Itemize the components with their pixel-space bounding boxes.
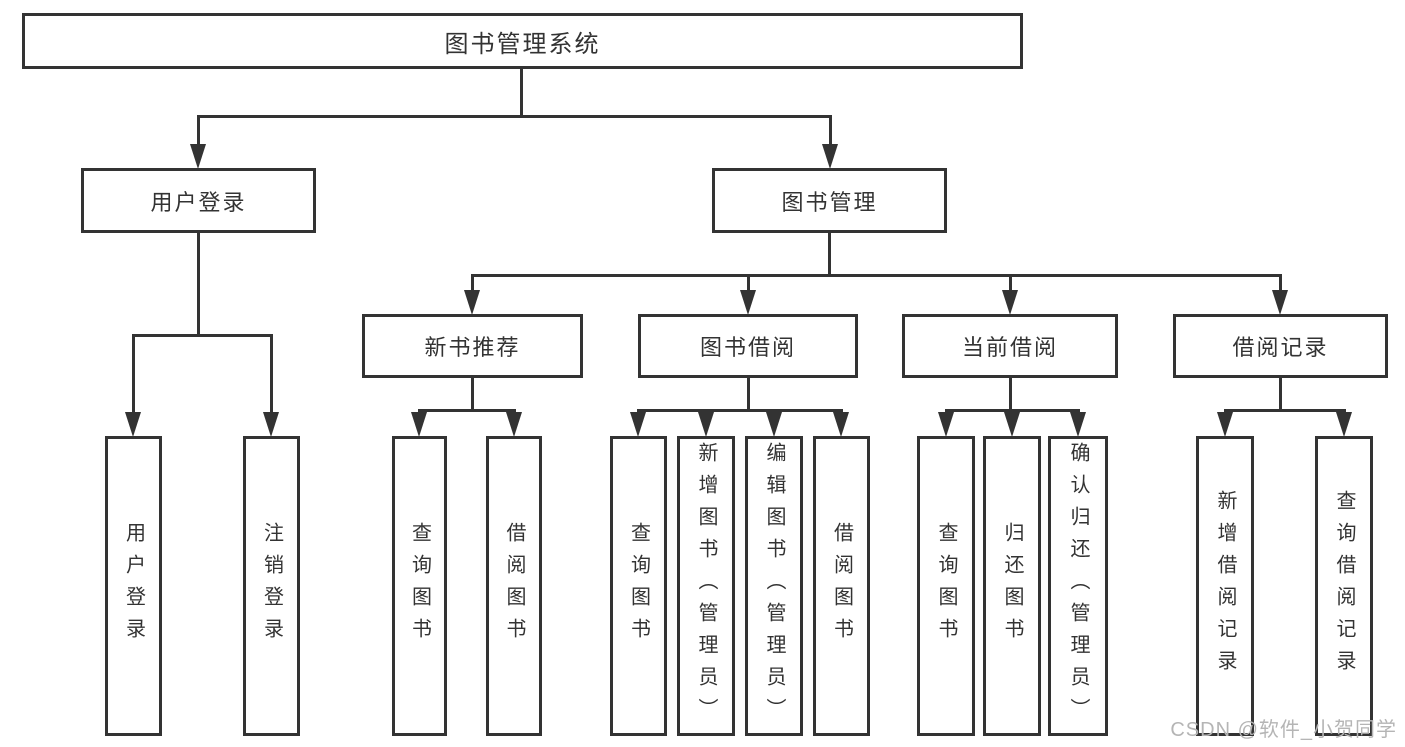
node-label: 用户登录 (150, 189, 247, 215)
connector-arrow (1335, 412, 1352, 437)
connector-arrow (937, 412, 954, 437)
connector-line (746, 378, 750, 412)
node-borrow-books-borrowing: 借阅图书 (813, 436, 870, 736)
connector-arrow (765, 412, 782, 437)
connector-arrow (125, 412, 141, 437)
node-query-books-current: 查询图书 (917, 436, 975, 736)
node-label: 查询图书 (935, 522, 957, 650)
node-label: 新增图书（管理员） (695, 442, 717, 730)
node-label: 当前借阅 (961, 335, 1058, 360)
node-book-borrowing: 图书借阅 (638, 314, 858, 378)
node-label: 注销登录 (260, 522, 283, 650)
connector-line (196, 233, 200, 337)
connector-arrow (739, 290, 756, 315)
watermark: CSDN @软件_小贺同学 (1170, 719, 1397, 741)
connector-arrow (697, 412, 714, 437)
connector-line (1008, 378, 1012, 412)
connector-line (270, 334, 273, 413)
node-label: 借阅图书 (503, 522, 525, 650)
node-label: 图书管理 (781, 189, 878, 215)
node-add-borrow-record: 新增借阅记录 (1196, 436, 1254, 736)
node-query-books-borrowing: 查询图书 (610, 436, 667, 736)
node-add-books-admin: 新增图书（管理员） (677, 436, 735, 736)
node-current-borrowing: 当前借阅 (902, 314, 1118, 378)
connector-line (1278, 274, 1282, 291)
connector-line (1008, 274, 1012, 291)
connector-line (196, 115, 200, 145)
connector-arrow (1001, 290, 1018, 315)
node-logout: 注销登录 (243, 436, 300, 736)
connector-line (519, 69, 523, 118)
node-label: 查询借阅记录 (1333, 490, 1355, 682)
connector-line (470, 274, 474, 291)
connector-line (132, 334, 135, 413)
node-borrowing-records: 借阅记录 (1173, 314, 1388, 378)
node-return-books: 归还图书 (983, 436, 1041, 736)
node-confirm-return-admin: 确认归还（管理员） (1048, 436, 1108, 736)
node-label: 编辑图书（管理员） (763, 442, 785, 730)
node-label: 借阅图书 (830, 522, 853, 650)
connector-arrow (505, 412, 522, 437)
node-user-login: 用户登录 (81, 168, 316, 233)
connector-arrow (821, 144, 838, 169)
node-user-login-action: 用户登录 (105, 436, 162, 736)
connector-arrow (1271, 290, 1288, 315)
node-new-book-recommend: 新书推荐 (362, 314, 583, 378)
connector-arrow (1069, 412, 1086, 437)
node-borrow-books-recommend: 借阅图书 (486, 436, 542, 736)
connector-arrow (1003, 412, 1020, 437)
connector-line (827, 233, 831, 277)
node-query-borrow-record: 查询借阅记录 (1315, 436, 1373, 736)
connector-arrow (630, 412, 646, 437)
node-label: 借阅记录 (1232, 335, 1329, 360)
node-label: 新增借阅记录 (1214, 490, 1236, 682)
node-label: 确认归还（管理员） (1067, 442, 1089, 730)
connector-line (637, 409, 843, 412)
connector-arrow (189, 144, 206, 169)
node-label: 图书借阅 (699, 335, 796, 360)
connector-line (132, 334, 273, 337)
connector-line (1278, 378, 1282, 412)
connector-line (1223, 409, 1346, 412)
connector-line (418, 409, 516, 412)
connector-line (470, 378, 474, 412)
node-edit-books-admin: 编辑图书（管理员） (745, 436, 803, 736)
node-query-books-recommend: 查询图书 (392, 436, 447, 736)
connector-line (470, 274, 1282, 277)
node-label: 图书管理系统 (444, 30, 601, 58)
connector-arrow (411, 412, 427, 437)
connector-line (196, 115, 832, 118)
node-label: 新书推荐 (424, 335, 521, 360)
node-label: 归还图书 (1001, 522, 1023, 650)
connector-arrow (1216, 412, 1233, 437)
connector-arrow (463, 290, 480, 315)
connector-line (944, 409, 1080, 412)
node-label: 查询图书 (408, 522, 431, 650)
connector-line (828, 115, 832, 145)
node-label: 查询图书 (627, 522, 650, 650)
connector-line (746, 274, 750, 291)
node-book-management: 图书管理 (712, 168, 947, 233)
connector-arrow (263, 412, 279, 437)
node-label: 用户登录 (122, 522, 145, 650)
connector-arrow (832, 412, 849, 437)
node-library-management-system: 图书管理系统 (22, 13, 1023, 69)
